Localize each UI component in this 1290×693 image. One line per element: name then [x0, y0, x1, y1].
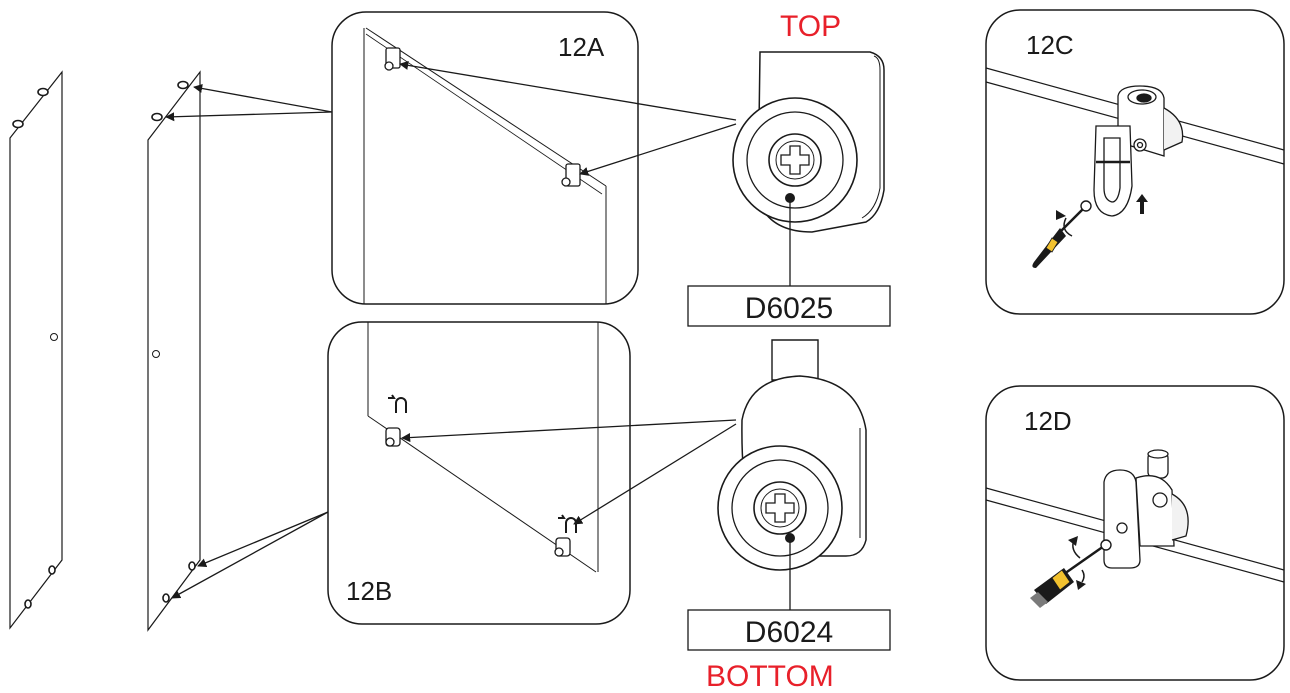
- glass-panel-left: [9, 70, 63, 630]
- part-number-box: [687, 285, 891, 327]
- callout-arrows-top: [165, 83, 333, 122]
- hinge-icon: [12, 87, 56, 609]
- hinge-icon: [1093, 85, 1184, 217]
- hinge-icon: [151, 80, 196, 603]
- detail-panel-12a: 12A: [331, 11, 639, 305]
- part-number-box: [687, 609, 891, 651]
- bottom-label: BOTTOM: [706, 660, 834, 693]
- screwdriver-icon: [1030, 536, 1112, 608]
- top-hinge-d6025: TOP D6025: [399, 10, 891, 327]
- panel-label-12d: 12D: [1024, 406, 1072, 436]
- detail-panel-12d: 12D: [985, 385, 1285, 681]
- arrow-icon: [399, 60, 737, 176]
- rotate-arrow-icon: [388, 394, 577, 533]
- detail-panel-12c: 12C: [985, 9, 1285, 315]
- screwdriver-icon: [1032, 200, 1092, 268]
- hinge-icon: [385, 427, 571, 557]
- hinge-icon: [384, 47, 581, 187]
- glass-panel-right: [147, 70, 201, 632]
- panel-label-12b: 12B: [346, 576, 392, 606]
- part-number-bottom: D6024: [745, 616, 833, 649]
- panel-label-12a: 12A: [558, 32, 605, 62]
- callout-arrows-bottom: [171, 511, 329, 599]
- arrow-icon: [401, 419, 737, 525]
- part-number-top: D6025: [745, 292, 833, 325]
- panel-label-12c: 12C: [1026, 30, 1074, 60]
- top-label: TOP: [780, 10, 841, 43]
- arrow-icon: [1136, 194, 1148, 214]
- bottom-hinge-d6024: D6024 BOTTOM: [401, 339, 891, 693]
- detail-panel-12b: 12B: [327, 321, 631, 625]
- hinge-icon: [1103, 449, 1189, 569]
